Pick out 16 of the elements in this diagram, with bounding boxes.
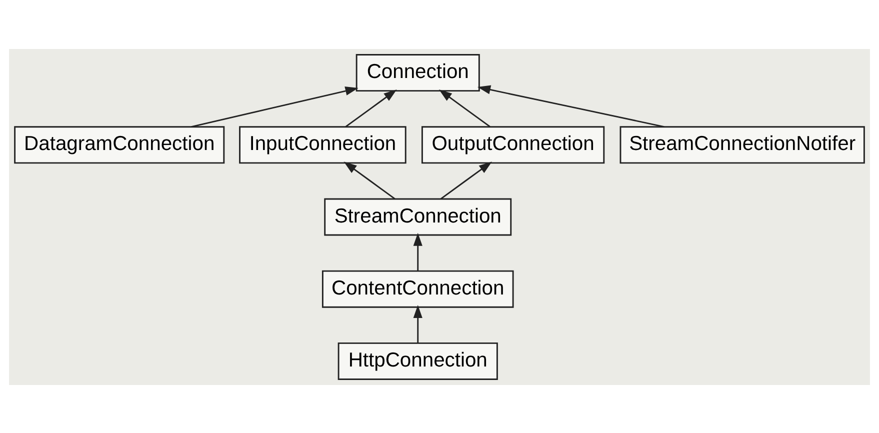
arrow [413,304,422,342]
node-box: Connection [356,54,480,92]
arrow [438,89,490,127]
node-box: DatagramConnection [14,126,225,164]
arrow [191,86,358,127]
arrow [344,161,396,199]
node-box: InputConnection [239,126,406,164]
arrow [440,161,492,199]
node-box: OutputConnection [421,126,605,164]
node-box: StreamConnection [324,198,512,236]
arrow [345,89,397,127]
arrow [477,84,664,127]
node-box: StreamConnectionNotifer [620,126,865,164]
arrow [413,232,422,270]
node-box: ContentConnection [322,270,514,308]
node-box: HttpConnection [338,342,498,380]
